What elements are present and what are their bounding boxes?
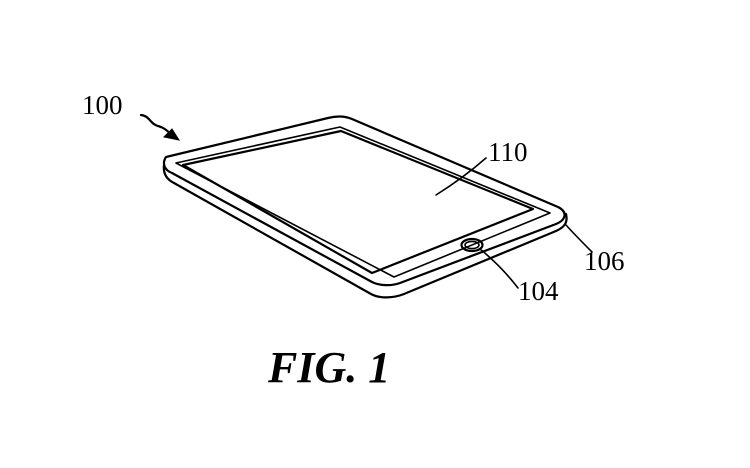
display-leader-line: [435, 157, 487, 196]
display-reference: 110: [435, 137, 528, 196]
device-reference: 100: [82, 90, 181, 141]
button-leader-line: [479, 248, 519, 289]
tablet-device: [162, 115, 568, 299]
button-reference-numeral: 104: [518, 276, 559, 306]
housing-leader-line: [565, 224, 593, 253]
home-button: [460, 237, 484, 253]
device-arrowhead: [162, 128, 181, 141]
device-reference-numeral: 100: [82, 90, 123, 120]
display-reference-numeral: 110: [488, 137, 528, 167]
housing-reference: 106: [565, 224, 625, 276]
housing-top-outline: [162, 115, 566, 287]
button-reference: 104: [479, 248, 559, 306]
home-button-inner: [464, 240, 480, 250]
bezel-inner-line: [175, 126, 551, 278]
figure-caption: FIG. 1: [267, 343, 390, 392]
housing-reference-numeral: 106: [584, 246, 625, 276]
display-screen: [181, 129, 535, 275]
housing-side-edge: [162, 163, 568, 299]
